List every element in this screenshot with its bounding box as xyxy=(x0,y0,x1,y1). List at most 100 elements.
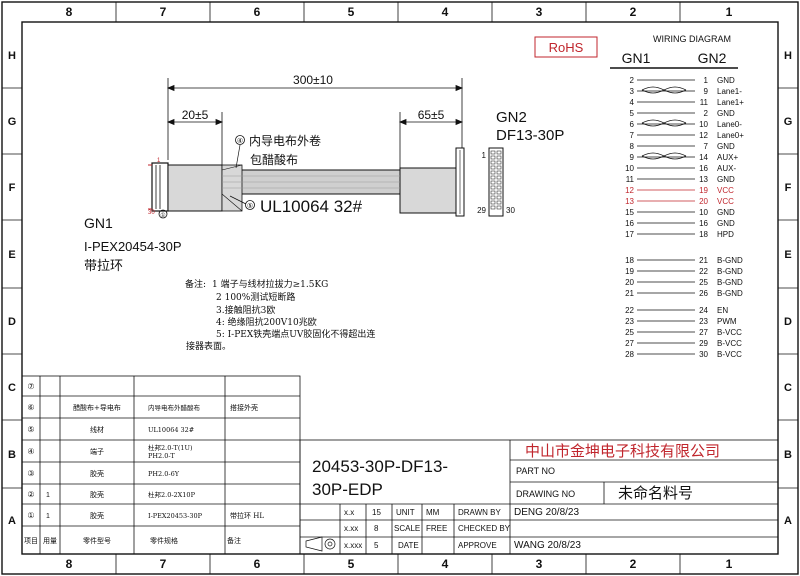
wiring-gn2-pin: 27 xyxy=(699,328,708,337)
col-label: 3 xyxy=(536,557,543,571)
wiring-gn2-pin: 23 xyxy=(699,317,708,326)
wiring-gn2-pin: 22 xyxy=(699,267,708,276)
checked-by-label: CHECKED BY xyxy=(458,524,511,533)
wiring-signal: B-GND xyxy=(717,278,743,287)
bom-note: 带拉环 HL xyxy=(230,511,264,520)
wiring-gn2-pin: 10 xyxy=(699,120,708,129)
tolerance-key: x.x xyxy=(344,508,354,517)
wiring-signal: B-VCC xyxy=(717,328,742,337)
wiring-gn2-pin: 19 xyxy=(699,186,708,195)
drawing-title-line1: 20453-30P-DF13- xyxy=(312,457,448,476)
wiring-gn2-pin: 18 xyxy=(699,230,708,239)
bom-spec: 杜邦2.0-2X10P xyxy=(148,490,196,499)
gn2-part: DF13-30P xyxy=(496,127,564,144)
col-label: 2 xyxy=(630,557,637,571)
wiring-signal: EN xyxy=(717,306,728,315)
drawing-no-value: 未命名料号 xyxy=(618,484,693,502)
rohs-box xyxy=(534,36,598,58)
wiring-gn1-pin: 23 xyxy=(625,317,634,326)
bom-header-note: 备注 xyxy=(227,536,241,545)
wiring-gn2-pin: 7 xyxy=(704,142,709,151)
gn2-pin29: 29 xyxy=(477,206,486,215)
gn1-note: 带拉环 xyxy=(84,259,123,274)
note-line: 1 端子与线材拉拔力≥1.5KG xyxy=(212,278,328,290)
col-label: 4 xyxy=(442,557,449,571)
wiring-signal: AUX+ xyxy=(717,153,738,162)
callout-4-text2: 包醋酸布 xyxy=(250,152,298,167)
twisted-pairs xyxy=(641,86,687,160)
wiring-signal: GND xyxy=(717,208,735,217)
row-label: B xyxy=(784,449,792,461)
row-label: D xyxy=(8,316,16,328)
bom-spec: I-PEX20453-30P xyxy=(148,512,203,520)
wiring-gn1-pin: 21 xyxy=(625,289,634,298)
note-line: 3.接触阻抗3欧 xyxy=(216,304,275,316)
bom-part: 线材 xyxy=(90,425,104,434)
col-label: 6 xyxy=(254,5,261,19)
wiring-gn1-pin: 13 xyxy=(625,197,634,206)
tolerance-key: x.xx xyxy=(344,524,358,533)
wiring-header-gn1: GN1 xyxy=(622,50,651,66)
wiring-gn1-pin: 28 xyxy=(625,350,634,359)
drawn-by-value: DENG 20/8/23 xyxy=(514,507,579,518)
wiring-signal: Lane1+ xyxy=(717,98,744,107)
drawing-title-line2: 30P-EDP xyxy=(312,480,383,499)
col-label: 3 xyxy=(536,5,543,19)
wiring-signal: PWM xyxy=(717,317,737,326)
wiring-gn1-pin: 20 xyxy=(625,278,634,287)
dimension-total xyxy=(166,78,464,160)
wiring-gn1-pin: 2 xyxy=(630,76,635,85)
date-label: DATE xyxy=(398,541,419,550)
wiring-gn1-pin: 9 xyxy=(630,153,635,162)
rohs-label: RoHS xyxy=(549,40,584,55)
wiring-gn1-pin: 11 xyxy=(626,175,635,184)
row-label: C xyxy=(8,382,16,394)
gn1-part: I-PEX20454-30P xyxy=(84,239,182,254)
cable-body xyxy=(221,164,457,214)
wiring-gn1-pin: 4 xyxy=(630,98,635,107)
wiring-gn2-pin: 29 xyxy=(699,339,708,348)
projection-symbol-icon xyxy=(305,536,336,552)
row-label: B xyxy=(8,449,16,461)
scale-label: SCALE xyxy=(394,524,420,533)
wiring-signal: AUX- xyxy=(717,164,736,173)
tolerance-value: 5 xyxy=(374,541,379,550)
bom-item-no: ③ xyxy=(27,469,34,478)
bom-item-no: ⑥ xyxy=(27,403,34,412)
callout-5-number: ⑤ xyxy=(247,202,253,210)
row-label: E xyxy=(8,249,15,261)
wiring-signal: B-GND xyxy=(717,256,743,265)
cable-spec: UL10064 32# xyxy=(260,197,363,216)
col-label: 7 xyxy=(160,5,167,19)
wiring-signal: VCC xyxy=(717,186,734,195)
bom-spec: 杜邦2.0-T(1U) xyxy=(148,443,193,452)
callout-1-number: ① xyxy=(160,212,165,219)
callout-4-leader xyxy=(235,144,241,169)
wiring-gn1-pin: 7 xyxy=(630,131,635,140)
row-label: C xyxy=(784,382,792,394)
bom-item-no: ① xyxy=(27,511,34,520)
note-line: 接器表面。 xyxy=(186,340,231,352)
tolerance-key: x.xxx xyxy=(344,541,362,550)
wiring-gn2-pin: 12 xyxy=(699,131,708,140)
bom-spec: 内导电布外醋酸布 xyxy=(148,403,201,412)
wiring-signal: B-GND xyxy=(717,267,743,276)
wiring-gn2-pin: 9 xyxy=(704,87,709,96)
wiring-gn1-pin: 18 xyxy=(625,256,634,265)
wiring-gn1-pin: 19 xyxy=(625,267,634,276)
bom-item-no: ⑤ xyxy=(27,425,34,434)
col-label: 8 xyxy=(66,557,73,571)
wiring-signal: B-VCC xyxy=(717,339,742,348)
row-label: G xyxy=(784,116,793,128)
bom-item-no: ② xyxy=(27,490,34,499)
wiring-signal: HPD xyxy=(717,230,734,239)
callout-4-number: ④ xyxy=(237,137,243,145)
wiring-gn2-pin: 16 xyxy=(699,164,708,173)
title-block xyxy=(299,439,779,555)
wiring-signal: GND xyxy=(717,76,735,85)
wiring-gn1-pin: 17 xyxy=(625,230,634,239)
wiring-gn1-pin: 5 xyxy=(630,109,635,118)
wiring-gn2-pin: 10 xyxy=(699,208,708,217)
col-label: 4 xyxy=(442,5,449,19)
callout-4-text1: 内导电布外卷 xyxy=(249,133,321,148)
